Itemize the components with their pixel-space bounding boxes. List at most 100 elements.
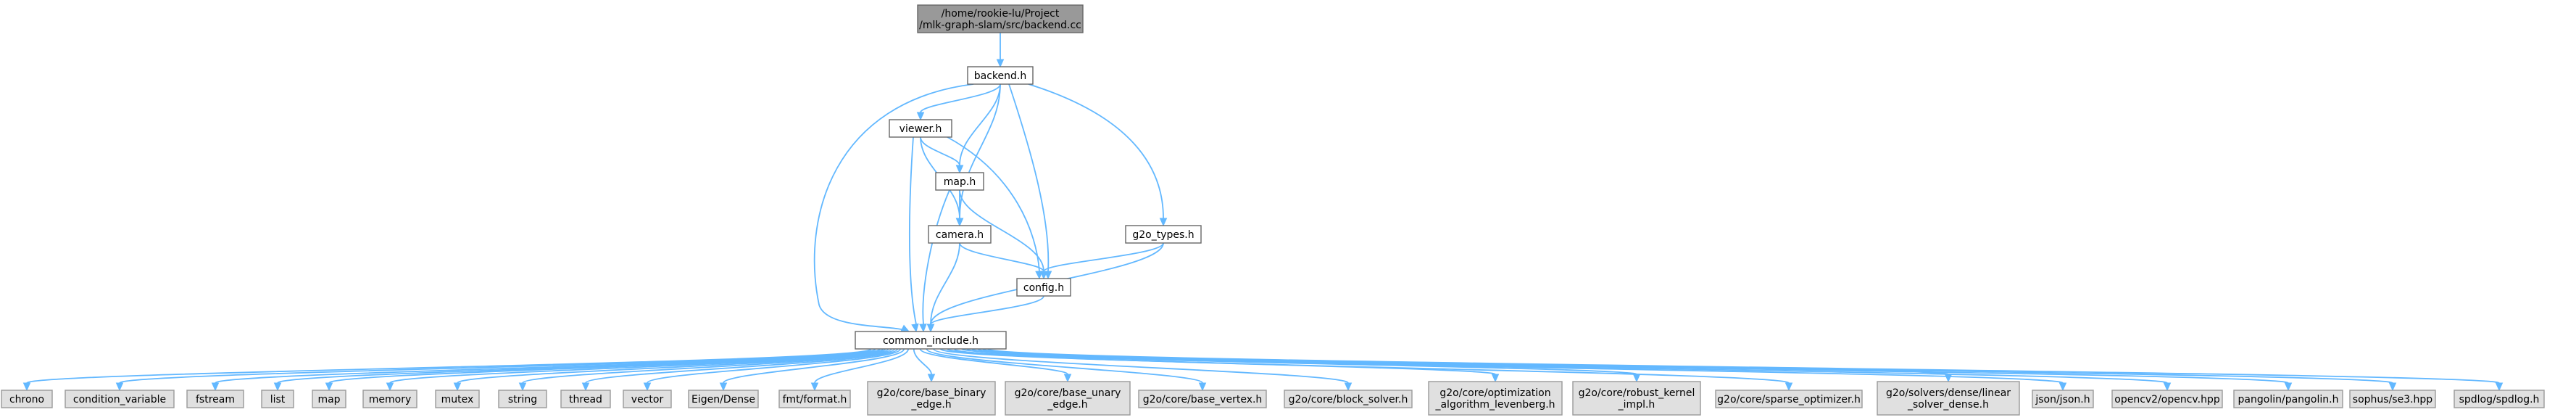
- node-box: [2454, 390, 2545, 408]
- node-box: [855, 331, 1007, 350]
- node-pangolin[interactable]: pangolin/pangolin.h: [2233, 390, 2343, 408]
- arrowhead-icon: [927, 374, 936, 383]
- arrowhead-icon: [926, 324, 935, 333]
- node-g2o-block[interactable]: g2o/core/block_solver.h: [1284, 390, 1413, 408]
- node-g2o-types[interactable]: g2o_types.h: [1125, 225, 1202, 244]
- node-map[interactable]: map.h: [935, 172, 984, 191]
- node-box: [1, 390, 53, 408]
- edge-backend-to-common: [813, 83, 974, 332]
- node-g2o-base-binary[interactable]: g2o/core/base_binary_edge.h: [867, 381, 996, 416]
- node-mutex[interactable]: mutex: [435, 390, 480, 408]
- edge-camera-to-common: [930, 242, 960, 325]
- node-box: [312, 390, 346, 408]
- node-g2o-opt[interactable]: g2o/core/optimization_algorithm_levenber…: [1428, 381, 1563, 416]
- node-common[interactable]: common_include.h: [855, 331, 1007, 350]
- node-label: g2o_types.h: [1132, 229, 1194, 241]
- node-label: g2o/core/base_binary: [877, 387, 986, 399]
- node-label: json/json.h: [2035, 394, 2090, 405]
- node-opencv[interactable]: opencv2/opencv.hpp: [2111, 390, 2223, 408]
- node-label: backend.h: [974, 70, 1026, 82]
- node-spdlog[interactable]: spdlog/spdlog.h: [2454, 390, 2545, 408]
- arrowhead-icon: [996, 59, 1005, 68]
- node-label: camera.h: [936, 229, 984, 241]
- edge-common-to-eigen: [723, 348, 905, 384]
- arrowhead-icon: [1491, 374, 1500, 383]
- arrowhead-icon: [955, 218, 964, 227]
- arrowhead-icon: [453, 382, 462, 392]
- node-root[interactable]: /home/rookie-lu/Project/mlk-graph-slam/s…: [917, 4, 1084, 33]
- node-eigen[interactable]: Eigen/Dense: [688, 390, 759, 408]
- node-g2o-base-vertex[interactable]: g2o/core/base_vertex.h: [1138, 390, 1267, 408]
- node-g2o-robust[interactable]: g2o/core/robust_kernel_impl.h: [1572, 381, 1701, 416]
- edge-common-to-string: [522, 348, 895, 384]
- node-g2o-base-unary[interactable]: g2o/core/base_unary_edge.h: [1005, 381, 1131, 416]
- edge-g2o-types-to-config: [1043, 242, 1164, 272]
- node-camera[interactable]: camera.h: [928, 225, 992, 244]
- node-label: g2o/solvers/dense/linear: [1886, 387, 2011, 399]
- edge-viewer-to-map: [920, 136, 960, 166]
- edge-common-to-g2o-block: [933, 348, 1349, 384]
- node-box: [917, 4, 1084, 33]
- node-fmt[interactable]: fmt/format.h: [778, 390, 851, 408]
- node-label: _impl.h: [1618, 399, 1655, 411]
- node-label: _edge.h: [1047, 399, 1087, 411]
- node-vector[interactable]: vector: [623, 390, 672, 408]
- node-box: [65, 390, 175, 408]
- node-condvar[interactable]: condition_variable: [65, 390, 175, 408]
- node-box: [1428, 381, 1563, 416]
- arrowhead-icon: [1159, 218, 1168, 227]
- node-config[interactable]: config.h: [1016, 278, 1071, 297]
- node-memory[interactable]: memory: [362, 390, 417, 408]
- arrowhead-icon: [643, 382, 652, 392]
- node-list[interactable]: list: [261, 390, 294, 408]
- edge-common-to-g2o-base-vertex: [926, 348, 1203, 384]
- node-chrono[interactable]: chrono: [1, 390, 53, 408]
- node-map-std[interactable]: map: [312, 390, 346, 408]
- node-label: _solver_dense.h: [1907, 399, 1989, 411]
- node-string[interactable]: string: [498, 390, 547, 408]
- node-label: fstream: [196, 394, 235, 405]
- arrowhead-icon: [916, 112, 925, 121]
- node-label: common_include.h: [883, 335, 979, 347]
- node-box: [1284, 390, 1413, 408]
- nodes-layer: /home/rookie-lu/Project/mlk-graph-slam/s…: [1, 4, 2545, 416]
- node-label: g2o/core/robust_kernel: [1579, 387, 1695, 399]
- arrowhead-icon: [1035, 271, 1043, 280]
- edge-common-to-spdlog: [987, 348, 2500, 384]
- node-box: [889, 119, 952, 138]
- node-box: [261, 390, 294, 408]
- node-label: config.h: [1023, 282, 1064, 294]
- edge-backend-to-map: [959, 83, 1001, 166]
- node-box: [1125, 225, 1202, 244]
- edge-map-to-config: [959, 189, 1044, 272]
- node-sophus[interactable]: sophus/se3.hpp: [2349, 390, 2436, 408]
- node-label: mutex: [441, 394, 474, 405]
- node-g2o-sparse[interactable]: g2o/core/sparse_optimizer.h: [1715, 390, 1863, 408]
- node-label: /mlk-graph-slam/src/backend.cc: [919, 20, 1081, 31]
- node-box: [186, 390, 244, 408]
- node-thread[interactable]: thread: [560, 390, 611, 408]
- node-label: sophus/se3.hpp: [2353, 394, 2433, 405]
- edge-common-to-thread: [585, 348, 899, 384]
- arrowhead-icon: [2495, 382, 2504, 392]
- node-box: [778, 390, 851, 408]
- arrowhead-icon: [211, 382, 220, 392]
- node-label: string: [508, 394, 537, 405]
- node-box: [688, 390, 759, 408]
- node-backend[interactable]: backend.h: [967, 66, 1034, 85]
- node-label: _edge.h: [910, 399, 951, 411]
- arrowhead-icon: [115, 382, 124, 392]
- arrowhead-icon: [2284, 382, 2293, 392]
- node-json[interactable]: json/json.h: [2032, 390, 2094, 408]
- node-fstream[interactable]: fstream: [186, 390, 244, 408]
- node-label: g2o/core/block_solver.h: [1289, 394, 1408, 405]
- node-g2o-linear[interactable]: g2o/solvers/dense/linear_solver_dense.h: [1877, 381, 2020, 416]
- node-label: /home/rookie-lu/Project: [942, 8, 1060, 20]
- node-box: [1715, 390, 1863, 408]
- node-box: [362, 390, 417, 408]
- node-viewer[interactable]: viewer.h: [889, 119, 952, 138]
- node-box: [928, 225, 992, 244]
- arrowhead-icon: [1944, 374, 1953, 383]
- node-label: _algorithm_levenberg.h: [1434, 399, 1555, 411]
- node-label: memory: [369, 394, 412, 405]
